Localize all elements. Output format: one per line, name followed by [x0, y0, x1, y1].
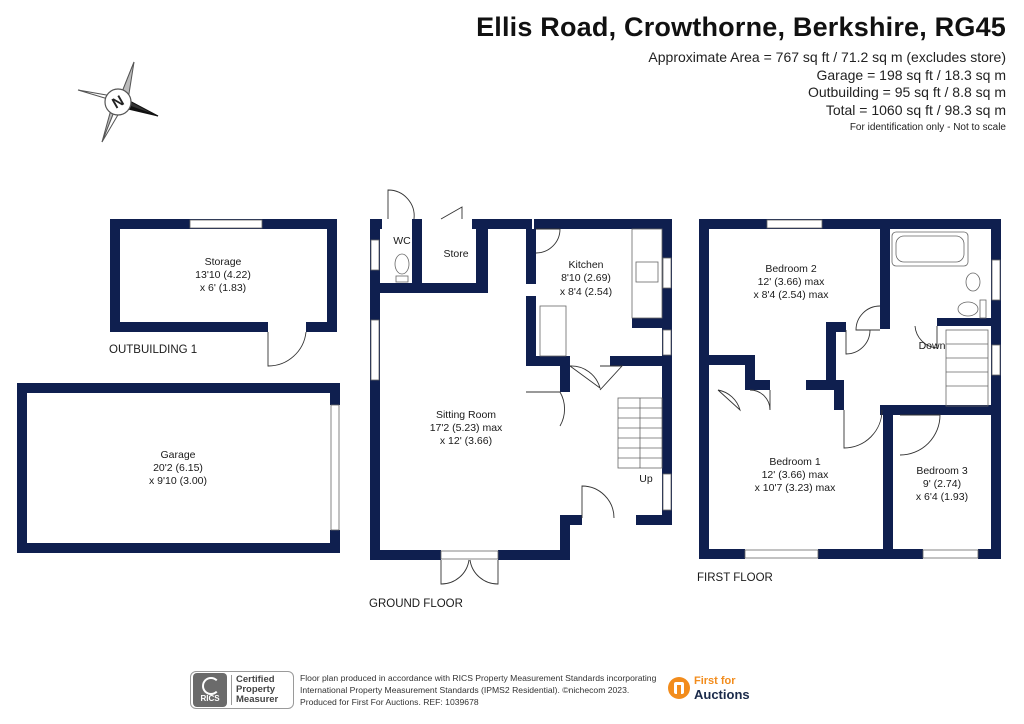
area-approximate: Approximate Area = 767 sq ft / 71.2 sq m…	[648, 49, 1006, 65]
footer-line: Produced for First For Auctions. REF: 10…	[300, 697, 479, 707]
floor-label-ground: GROUND FLOOR	[369, 598, 463, 610]
rics-certification-text: Certified Property Measurer	[231, 675, 278, 705]
windows	[189, 219, 1001, 560]
svg-text:x 8'4 (2.54) max: x 8'4 (2.54) max	[754, 289, 830, 301]
footer-line: Floor plan produced in accordance with R…	[300, 673, 657, 683]
svg-text:12' (3.66) max: 12' (3.66) max	[762, 469, 830, 481]
doors	[267, 189, 941, 585]
brand-line-2: Auctions	[694, 687, 750, 702]
room-garage: Garage 20'2 (6.15) x 9'10 (3.00)	[149, 449, 207, 487]
room-store: Store	[443, 248, 468, 260]
page-title: Ellis Road, Crowthorne, Berkshire, RG45	[476, 12, 1006, 42]
room-bedroom3: Bedroom 3 9' (2.74) x 6'4 (1.93)	[916, 465, 968, 503]
compass-rose-icon: N	[77, 61, 159, 143]
svg-text:Storage: Storage	[205, 256, 242, 268]
floor-label-first: FIRST FLOOR	[697, 572, 773, 584]
house-logo-icon	[668, 677, 690, 699]
svg-text:20'2 (6.15): 20'2 (6.15)	[153, 462, 203, 474]
svg-text:Sitting Room: Sitting Room	[436, 409, 496, 421]
disclaimer: For identification only - Not to scale	[849, 122, 1006, 133]
svg-text:x 10'7 (3.23) max: x 10'7 (3.23) max	[755, 482, 837, 494]
stair-up-label: Up	[639, 473, 653, 485]
svg-text:13'10 (4.22): 13'10 (4.22)	[195, 269, 251, 281]
svg-text:Bedroom 3: Bedroom 3	[916, 465, 968, 477]
svg-text:Kitchen: Kitchen	[568, 259, 603, 271]
svg-text:Garage: Garage	[160, 449, 195, 461]
svg-text:Bedroom 1: Bedroom 1	[769, 456, 821, 468]
stair-down-label: Down	[919, 340, 946, 352]
room-bedroom2: Bedroom 2 12' (3.66) max x 8'4 (2.54) ma…	[754, 263, 830, 301]
svg-text:x 8'4 (2.54): x 8'4 (2.54)	[560, 286, 612, 298]
room-sitting: Sitting Room 17'2 (5.23) max x 12' (3.66…	[430, 409, 503, 447]
footer-line: International Property Measurement Stand…	[300, 685, 630, 695]
room-storage: Storage 13'10 (4.22) x 6' (1.83)	[195, 256, 251, 294]
floor-label-outbuilding: OUTBUILDING 1	[109, 344, 197, 356]
room-kitchen: Kitchen 8'10 (2.69) x 8'4 (2.54)	[560, 259, 612, 298]
svg-text:x 12' (3.66): x 12' (3.66)	[440, 435, 492, 447]
fixtures	[394, 228, 989, 469]
svg-text:12' (3.66) max: 12' (3.66) max	[758, 276, 826, 288]
area-garage: Garage = 198 sq ft / 18.3 sq m	[816, 66, 1007, 83]
svg-text:8'10 (2.69): 8'10 (2.69)	[561, 272, 611, 284]
area-total: Total = 1060 sq ft / 98.3 sq m	[825, 101, 1006, 118]
svg-text:x 6' (1.83): x 6' (1.83)	[200, 282, 246, 294]
rics-logo-icon: RICS	[193, 673, 227, 707]
room-bedroom1: Bedroom 1 12' (3.66) max x 10'7 (3.23) m…	[755, 456, 837, 494]
first-for-auctions-logo: First for Auctions	[668, 675, 750, 701]
svg-text:9' (2.74): 9' (2.74)	[923, 478, 961, 490]
brand-line-1: First for	[694, 675, 736, 687]
svg-text:Bedroom 2: Bedroom 2	[765, 263, 817, 275]
area-summary: Approximate Area = 767 sq ft / 71.2 sq m…	[648, 49, 1006, 119]
svg-text:x 6'4 (1.93): x 6'4 (1.93)	[916, 491, 968, 503]
area-outbuilding: Outbuilding = 95 sq ft / 8.8 sq m	[807, 84, 1006, 100]
rics-badge: RICS Certified Property Measurer	[190, 671, 294, 709]
svg-text:x 9'10 (3.00): x 9'10 (3.00)	[149, 475, 207, 487]
footer-note: Floor plan produced in accordance with R…	[300, 672, 660, 708]
walls	[17, 219, 1001, 560]
room-wc: WC	[393, 235, 411, 247]
svg-text:17'2 (5.23) max: 17'2 (5.23) max	[430, 422, 503, 434]
